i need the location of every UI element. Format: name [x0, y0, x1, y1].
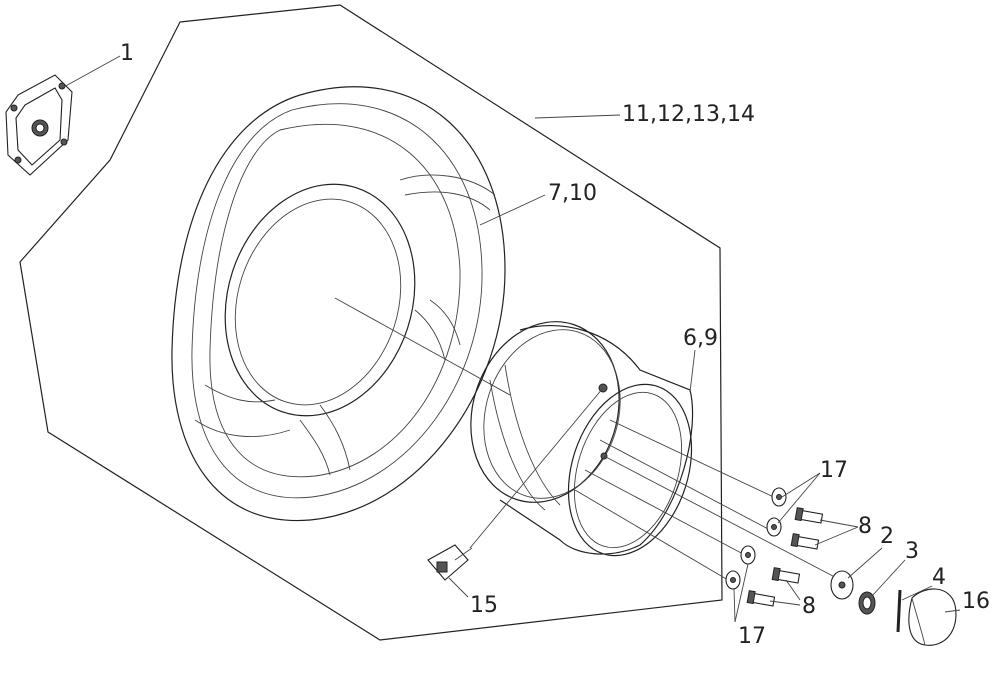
- tire-assembly-outline: [19, 4, 723, 641]
- callout-nut: 3: [905, 539, 919, 564]
- callout-rim: 6,9: [683, 326, 718, 351]
- callout-cap: 16: [962, 589, 990, 614]
- callout-washer-plate: 2: [880, 524, 894, 549]
- washers: [725, 487, 787, 590]
- callout-washer-top: 17: [820, 458, 848, 483]
- rim-drawing: [470, 321, 694, 557]
- callout-bolt-top: 8: [858, 514, 872, 539]
- bolts: [746, 507, 824, 607]
- callout-pin: 4: [932, 565, 946, 590]
- callout-hub: 1: [120, 41, 134, 66]
- valve-stem: [427, 544, 473, 581]
- callout-tire: 7,10: [548, 181, 597, 206]
- callout-valve: 15: [470, 593, 498, 618]
- explosion-lines: [334, 297, 851, 586]
- tire-drawing: [171, 86, 506, 522]
- hub-flange: [5, 74, 73, 176]
- callout-tire-group: 11,12,13,14: [622, 102, 755, 127]
- callout-washer-bottom: 17: [738, 624, 766, 649]
- callout-bolt-bottom: 8: [802, 594, 816, 619]
- axle-parts: [830, 570, 957, 646]
- leader-lines: [61, 55, 961, 623]
